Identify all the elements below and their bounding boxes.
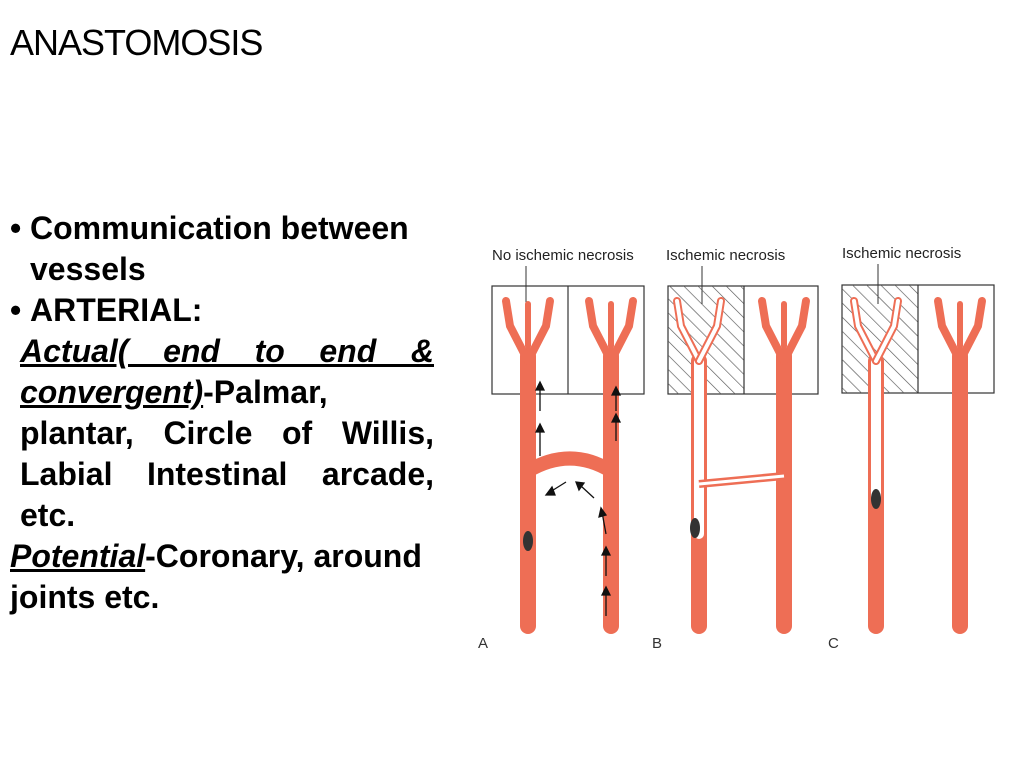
potential-label: Potential xyxy=(10,538,146,574)
panel-a-letter: A xyxy=(478,635,488,652)
panel-a: No ischemic necrosis xyxy=(478,247,645,652)
panel-a-occlusion xyxy=(523,531,533,551)
panel-a-caption: No ischemic necrosis xyxy=(492,247,634,264)
panel-b-caption: Ischemic necrosis xyxy=(666,247,785,264)
panel-b-letter: B xyxy=(652,635,662,652)
bullet-text-arterial: ARTERIAL: xyxy=(30,292,203,328)
potential-examples: -Coronary, around joints etc. xyxy=(10,538,422,615)
panel-a-right-artery xyxy=(585,297,637,634)
panel-c-caption: Ischemic necrosis xyxy=(842,245,961,262)
panel-b-left-artery xyxy=(673,297,725,634)
actual-label: Actual( end to end & convergent) xyxy=(20,333,434,410)
potential-anastomosis-text: Potential-Coronary, around joints etc. xyxy=(10,536,434,618)
panel-a-arch xyxy=(524,451,615,478)
bullet-text-communication: Communication between vessels xyxy=(30,210,409,287)
bullet-dot: • xyxy=(10,292,22,328)
bullet-dot: • xyxy=(10,210,22,246)
panel-a-left-artery xyxy=(502,297,554,634)
panel-c: Ischemic necrosis C xyxy=(828,245,995,652)
panel-b-right-artery xyxy=(758,297,810,634)
actual-examples: -Palmar, plantar, Circle of Willis, Labi… xyxy=(20,374,434,533)
panel-b-occlusion xyxy=(690,518,700,538)
panel-b-arch-lumen xyxy=(698,474,785,486)
anastomosis-diagram: No ischemic necrosis xyxy=(466,196,1024,666)
panel-a-flow-arrows xyxy=(534,380,622,616)
panel-b: Ischemic necrosis xyxy=(652,247,819,652)
page-title: ANASTOMOSIS xyxy=(10,22,263,63)
anastomosis-diagram-svg: No ischemic necrosis xyxy=(478,245,995,652)
actual-anastomosis-text: Actual( end to end & convergent)-Palmar,… xyxy=(10,331,434,536)
panel-c-occlusion xyxy=(871,489,881,509)
bullet-communication: • Communication between vessels xyxy=(10,208,434,290)
content-text: • Communication between vessels • ARTERI… xyxy=(10,208,434,618)
panel-c-letter: C xyxy=(828,635,839,652)
bullet-arterial: • ARTERIAL: xyxy=(10,290,434,331)
panel-c-right-artery xyxy=(934,297,986,634)
